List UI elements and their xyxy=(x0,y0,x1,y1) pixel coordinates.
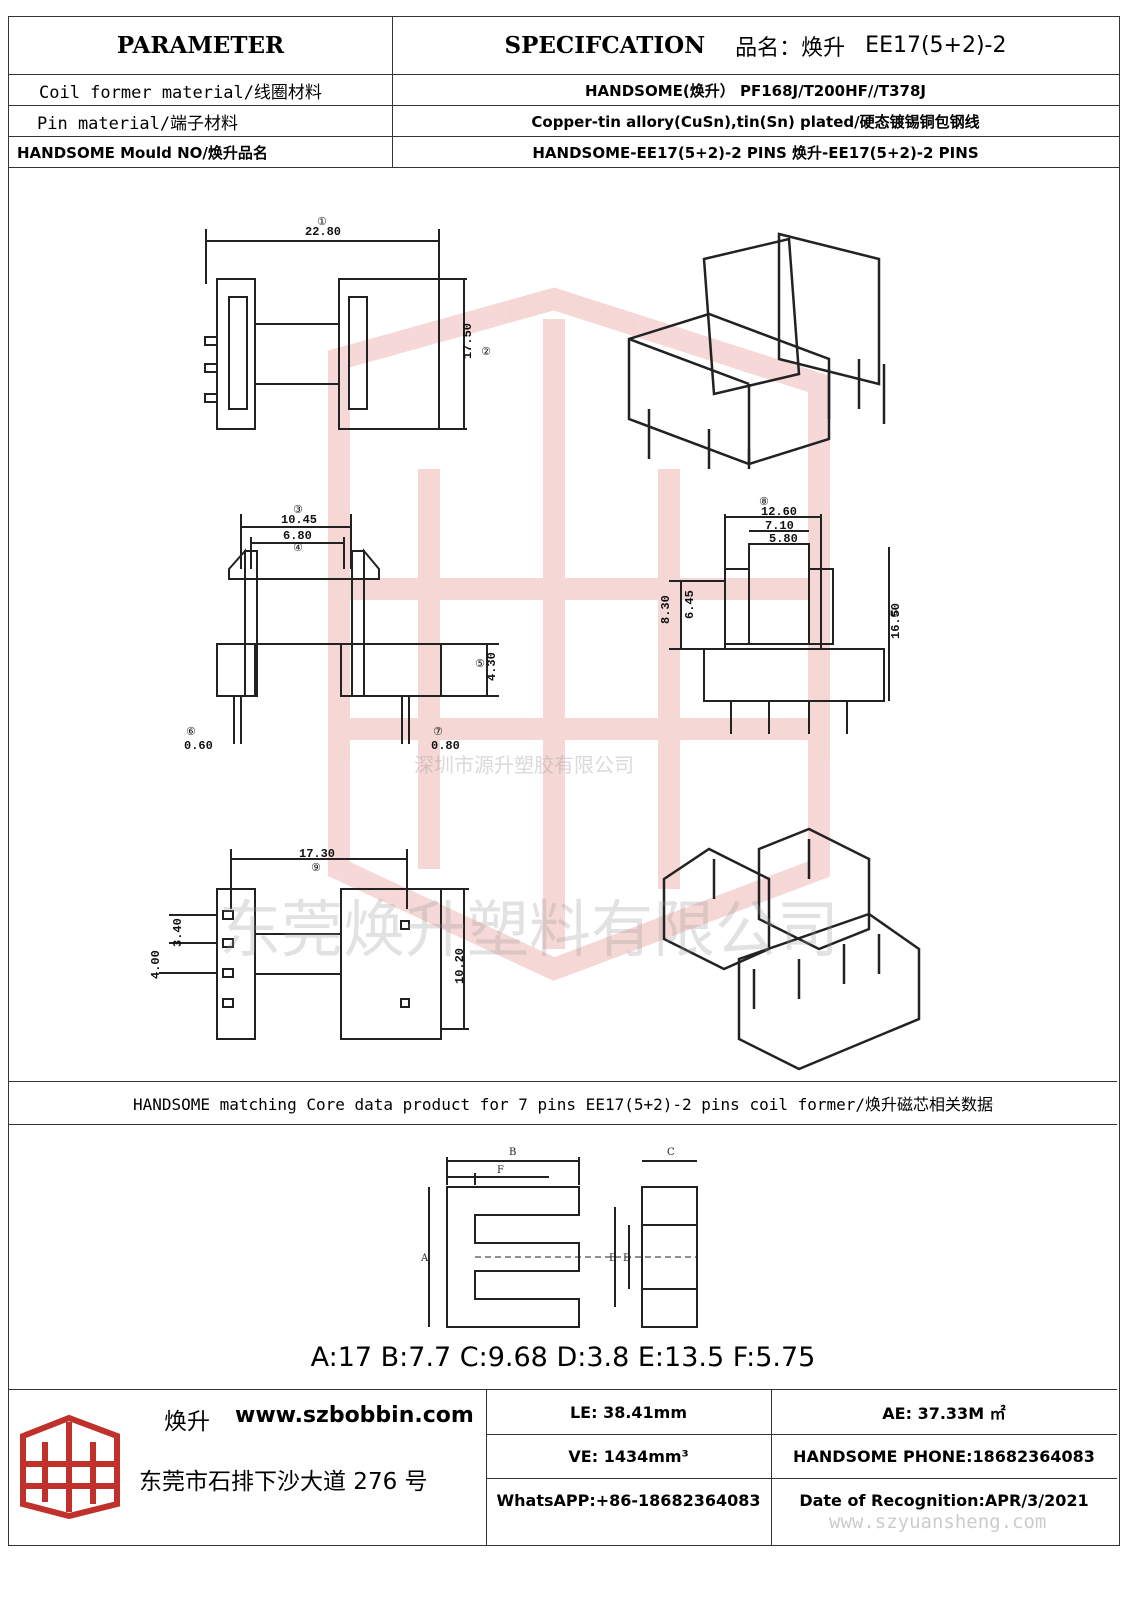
marker-9: ⑨ xyxy=(311,861,321,874)
core-data-values: A:17 B:7.7 C:9.68 D:3.8 E:13.5 F:5.75 xyxy=(310,1342,816,1373)
core-section-title: HANDSOME matching Core data product for … xyxy=(9,1081,1117,1125)
product-name-label: 品名：焕升 xyxy=(735,35,846,61)
marker-10: ⑩ xyxy=(889,607,899,620)
dim-front-h1: 8.30 xyxy=(659,595,673,624)
marker-6: ⑥ xyxy=(186,725,196,738)
side-view xyxy=(216,514,499,744)
footer-ve: VE: 1434mm³ xyxy=(568,1446,689,1466)
dim-side-height: 4.30 xyxy=(485,652,499,681)
marker-3: ③ xyxy=(293,503,303,516)
core-drawing: B F C A E D xyxy=(420,1147,698,1328)
top-view xyxy=(204,229,467,430)
core-label-f: F xyxy=(497,1165,504,1176)
dim-pin-left: 0.60 xyxy=(184,739,213,753)
isometric-bottom xyxy=(662,827,921,1071)
footer-website[interactable]: www.szbobbin.com xyxy=(235,1403,474,1428)
dim-bottom-width: 17.30 xyxy=(299,847,335,861)
param-row-mould: HANDSOME Mould NO/焕升品名 HANDSOME-EE17(5+2… xyxy=(9,137,1119,168)
param-value: HANDSOME(焕升） PF168J/T200HF//T378J xyxy=(584,81,926,100)
footer-address: 东莞市石排下沙大道 276 号 xyxy=(139,1469,428,1495)
footer-phone: HANDSOME PHONE:18682364083 xyxy=(793,1446,1095,1466)
core-label-a: A xyxy=(420,1253,429,1264)
dim-front-w2: 7.10 xyxy=(765,519,794,533)
spec-title: SPECIFCATION xyxy=(504,32,706,59)
dim-side-outer: 10.45 xyxy=(281,513,317,527)
dim-side-inner: 6.80 xyxy=(283,529,312,543)
dim-front-h3: 16.50 xyxy=(889,603,903,639)
footer-ae: AE: 37.33M ㎡ xyxy=(882,1404,1006,1423)
header-row: PARAMETER SPECIFCATION 品名：焕升 EE17(5+2)-2 xyxy=(9,17,1119,75)
param-value: HANDSOME-EE17(5+2)-2 PINS 焕升-EE17(5+2)-2… xyxy=(532,143,979,162)
param-row-coil: Coil former material/线圈材料 HANDSOME(焕升） P… xyxy=(9,75,1119,106)
param-value: Copper-tin allory(CuSn),tin(Sn) plated/硬… xyxy=(531,112,980,131)
dim-front-h2: 6.45 xyxy=(683,590,697,619)
core-label-b: B xyxy=(509,1147,516,1158)
param-label: Coil former material/线圈材料 xyxy=(39,82,322,103)
footer-date: Date of Recognition:APR/3/2021 xyxy=(799,1490,1089,1510)
technical-drawings: 22.80 17.50 10.45 6.80 4.30 0.60 0.80 12… xyxy=(149,215,921,1071)
bottom-view xyxy=(159,849,469,1040)
spec-sheet: PARAMETER SPECIFCATION 品名：焕升 EE17(5+2)-2… xyxy=(8,16,1120,1546)
marker-5: ⑤ xyxy=(475,657,485,670)
marker-7: ⑦ xyxy=(433,725,443,738)
footer-le: LE: 38.41mm xyxy=(569,1402,688,1422)
dim-bottom-pitch2: 4.00 xyxy=(149,950,163,979)
param-row-pin: Pin material/端子材料 Copper-tin allory(CuSn… xyxy=(9,106,1119,137)
footer-whatsapp: WhatsAPP:+86-18682364083 xyxy=(496,1490,761,1510)
front-view xyxy=(669,514,890,734)
isometric-top xyxy=(627,232,886,469)
marker-8: ⑧ xyxy=(759,495,769,508)
dim-bottom-height: 10.20 xyxy=(453,948,467,984)
footer: 焕升 www.szbobbin.com 东莞市石排下沙大道 276 号 LE: … xyxy=(9,1389,1117,1545)
dim-top-width: 22.80 xyxy=(305,225,341,239)
marker-4: ④ xyxy=(293,541,303,554)
marker-1: ① xyxy=(317,215,327,228)
core-label-c: C xyxy=(667,1147,675,1158)
core-label-e: E xyxy=(609,1253,616,1264)
param-label: Pin material/端子材料 xyxy=(37,113,239,134)
dim-bottom-pitch1: 3.40 xyxy=(171,918,185,947)
footer-brand: 焕升 xyxy=(164,1409,210,1435)
dim-pin-right: 0.80 xyxy=(431,739,460,753)
product-model: EE17(5+2)-2 xyxy=(865,33,1007,58)
marker-2: ② xyxy=(481,345,491,358)
dim-front-w3: 5.80 xyxy=(769,532,798,546)
specification-heading: SPECIFCATION 品名：焕升 EE17(5+2)-2 xyxy=(392,17,1119,74)
param-label: HANDSOME Mould NO/焕升品名 xyxy=(17,143,268,162)
company-logo-icon xyxy=(20,1414,120,1520)
dim-top-height: 17.50 xyxy=(461,323,475,359)
parameter-heading: PARAMETER xyxy=(116,32,285,59)
core-label-d: D xyxy=(623,1253,631,1264)
watermark-logo xyxy=(328,287,830,981)
dim-front-w1: 12.60 xyxy=(761,505,797,519)
